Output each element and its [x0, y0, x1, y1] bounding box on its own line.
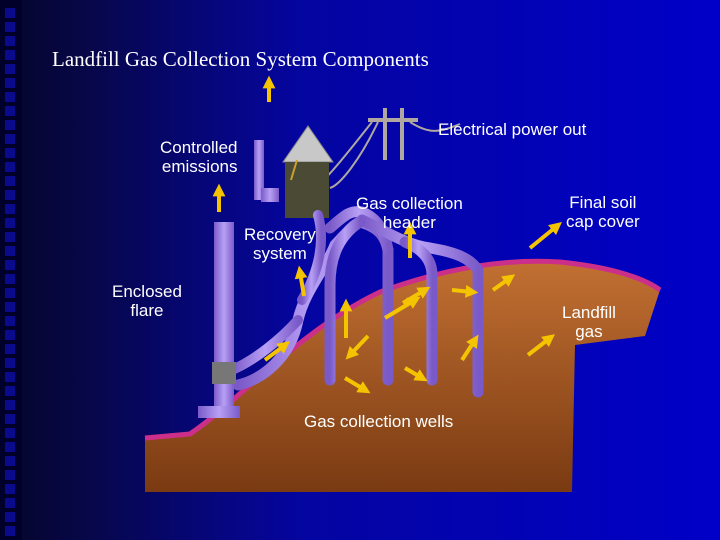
decorative-square	[5, 302, 15, 312]
decorative-square	[5, 50, 15, 60]
decorative-square	[5, 386, 15, 396]
decorative-square	[5, 470, 15, 480]
label-enclosed-flare: Enclosed flare	[112, 282, 182, 320]
decorative-square	[5, 22, 15, 32]
label-landfill-gas: Landfill gas	[562, 303, 616, 341]
decorative-square	[5, 120, 15, 130]
decorative-square	[5, 512, 15, 522]
decorative-square	[5, 162, 15, 172]
decorative-square	[5, 106, 15, 116]
decorative-square	[5, 64, 15, 74]
decorative-square	[5, 78, 15, 88]
decorative-square	[5, 134, 15, 144]
decorative-square	[5, 330, 15, 340]
label-electrical-power-out: Electrical power out	[438, 120, 587, 139]
decorative-square	[5, 442, 15, 452]
decorative-square	[5, 484, 15, 494]
decorative-square	[5, 400, 15, 410]
decorative-square	[5, 274, 15, 284]
label-recovery-system: Recovery system	[244, 225, 316, 263]
decorative-square	[5, 498, 15, 508]
decorative-square	[5, 190, 15, 200]
decorative-square	[5, 176, 15, 186]
decorative-square	[5, 36, 15, 46]
label-controlled-emissions: Controlled emissions	[160, 138, 238, 176]
decorative-square	[5, 260, 15, 270]
decorative-square	[5, 204, 15, 214]
pipe-network	[227, 206, 484, 398]
landfill-mound	[145, 261, 660, 492]
decorative-square	[5, 428, 15, 438]
recovery-building	[282, 125, 334, 218]
decorative-square	[5, 218, 15, 228]
label-final-soil-cap-cover: Final soil cap cover	[566, 193, 640, 231]
decorative-square	[5, 526, 15, 536]
power-pole	[324, 108, 461, 189]
decorative-square	[5, 414, 15, 424]
gas-flow-arrows	[212, 75, 562, 394]
label-gas-collection-header: Gas collection header	[356, 194, 463, 232]
decorative-square	[5, 316, 15, 326]
decorative-left-strip	[0, 0, 22, 540]
decorative-square	[5, 372, 15, 382]
decorative-square	[5, 344, 15, 354]
decorative-square	[5, 148, 15, 158]
decorative-square	[5, 232, 15, 242]
decorative-square	[5, 8, 15, 18]
label-gas-collection-wells: Gas collection wells	[304, 412, 454, 431]
decorative-square	[5, 456, 15, 466]
decorative-square	[5, 246, 15, 256]
enclosed-flare	[198, 140, 279, 418]
decorative-square	[5, 288, 15, 298]
slide-title: Landfill Gas Collection System Component…	[52, 47, 429, 71]
decorative-square	[5, 358, 15, 368]
decorative-square	[5, 92, 15, 102]
